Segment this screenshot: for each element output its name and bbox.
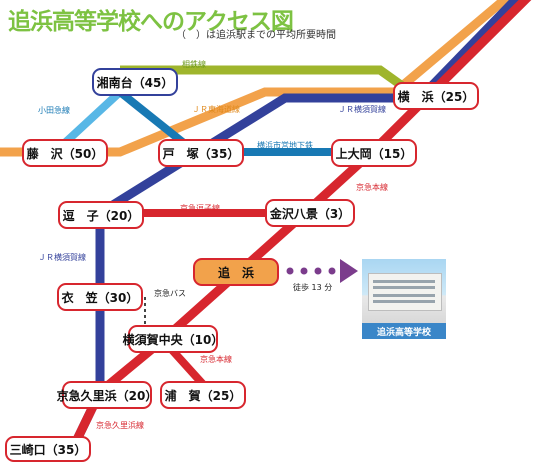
station-zushi: 逗 子（20） [58,201,144,229]
keikyu-bus-route [115,296,146,325]
school-building-image [368,273,442,311]
map-title: 追浜高等学校へのアクセス図 [8,9,294,35]
walk-route [286,259,358,283]
label-odakyu: 小田急線 [38,106,70,115]
label-jr-yokosuka-top: ＪＲ横須賀線 [338,105,386,114]
station-kanazawa-hakkei: 金沢八景（3） [265,199,355,227]
station-totsuka: 戸 塚（35） [158,139,244,167]
station-shonandai: 湘南台（45） [92,68,178,96]
label-keikyu-bus: 京急バス [154,289,186,298]
school-caption: 追浜高等学校 [362,323,446,339]
label-jr-yokosuka-left: ＪＲ横須賀線 [38,253,86,262]
school-photo: 追浜高等学校 [362,259,446,339]
label-keikyu-main-bottom: 京急本線 [200,355,232,364]
station-oppama: 追 浜 [193,258,279,286]
map-subtitle: （ ）は追浜駅までの平均所要時間 [176,30,336,41]
station-misakiguchi: 三崎口（35） [5,436,91,462]
station-keikyu-kurihama: 京急久里浜（20） [57,381,157,409]
station-yokohama: 横 浜（25） [393,82,479,110]
station-kinugasa: 衣 笠（30） [57,283,143,311]
label-sotetsu: 相鉄線 [182,60,206,69]
label-jr-tokaido: ＪＲ東海道線 [192,105,240,114]
walk-time: 徒歩 13 分 [293,283,333,292]
station-uraga: 浦 賀（25） [160,381,246,409]
label-keikyu-main-top: 京急本線 [356,183,388,192]
station-kamiooka: 上大岡（15） [331,139,417,167]
station-fujisawa: 藤 沢（50） [22,139,108,167]
label-keikyu-zushi: 京急逗子線 [180,204,220,213]
label-keikyu-kurihama: 京急久里浜線 [96,421,144,430]
label-yokohama-subway: 横浜市営地下鉄 [257,141,313,150]
station-yokosuka-chuo: 横須賀中央（10） [123,325,223,353]
